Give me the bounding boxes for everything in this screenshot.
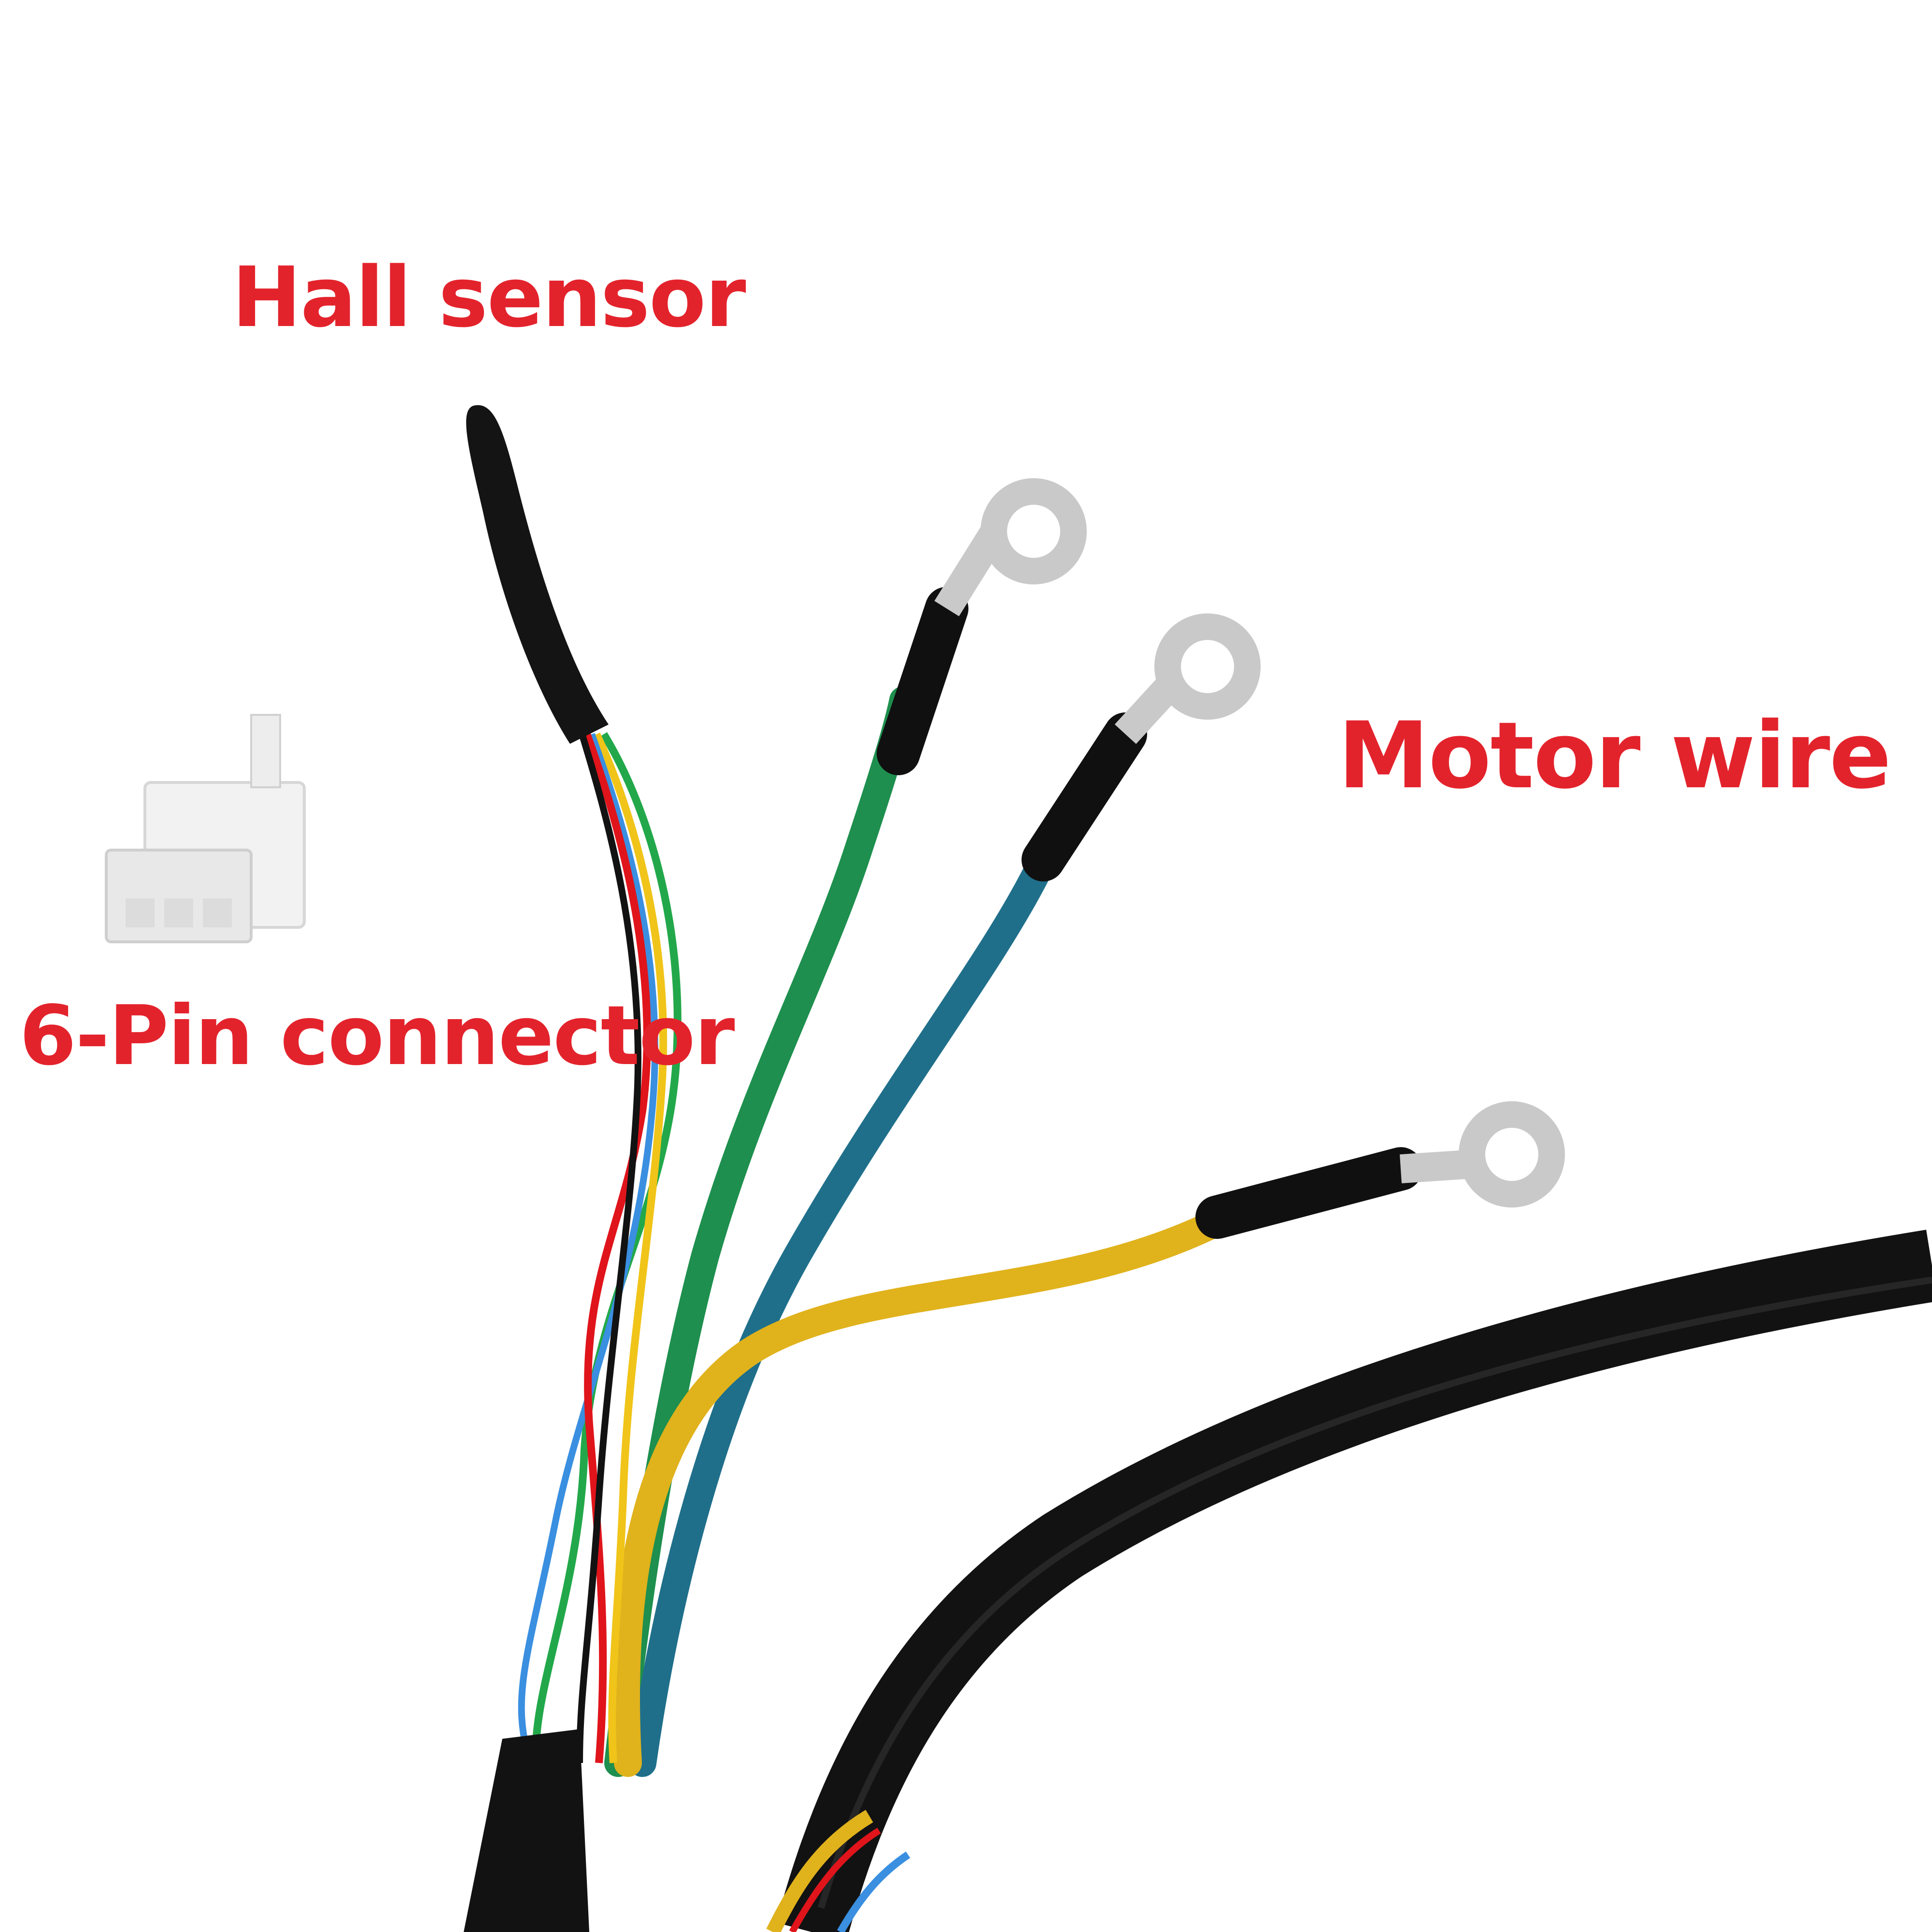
- hall-sensor-sleeve: [466, 405, 609, 744]
- green-wire-ring-terminal: [934, 478, 1087, 616]
- six-pin-connector-label: 6-Pin connector: [19, 988, 735, 1084]
- hall-wire-yellow: [593, 732, 668, 1763]
- yellow-wire-ring-terminal: [1400, 1101, 1565, 1208]
- green-wire-heatshrink: [877, 587, 968, 775]
- six-pin-connector-housing: [105, 714, 306, 943]
- blue-green-wire-heatshrink: [1022, 712, 1147, 881]
- hall-wire-black: [576, 733, 641, 1763]
- main-cable-inner-red: [789, 1828, 881, 1932]
- main-cable-inner-blue: [837, 1851, 910, 1932]
- blue-green-motor-wire: [628, 855, 1052, 1777]
- hall-wire-red: [583, 733, 651, 1763]
- hall-sensor-label: Hall sensor: [232, 249, 746, 346]
- main-motor-cable-highlight: [818, 1277, 1932, 1909]
- bundle-sleeve: [464, 1729, 589, 1932]
- motor-wire-label: Motor wire: [1338, 702, 1891, 809]
- main-motor-cable: [776, 1229, 1932, 1932]
- yellow-motor-wire: [611, 1203, 1241, 1777]
- main-cable-inner-yellow: [766, 1810, 873, 1932]
- blue-green-wire-ring-terminal: [1114, 613, 1261, 744]
- yellow-wire-heatshrink: [1195, 1147, 1422, 1239]
